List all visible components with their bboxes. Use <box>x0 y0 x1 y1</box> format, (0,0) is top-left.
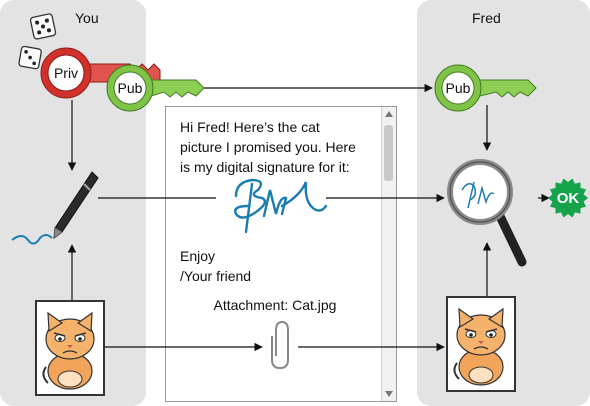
document-scrollbar[interactable] <box>381 107 396 401</box>
scroll-up-icon[interactable] <box>385 111 393 117</box>
document-line: picture I promised you. Here <box>180 139 356 155</box>
scroll-thumb[interactable] <box>384 125 393 181</box>
paperclip-icon <box>271 320 289 370</box>
recipient-title: Fred <box>472 10 501 26</box>
pen-icon <box>11 171 99 245</box>
public-key-icon: Pub <box>106 64 205 112</box>
public-key-label: Pub <box>446 80 471 96</box>
cat-picture-icon <box>35 300 105 396</box>
closing-line: /Your friend <box>180 268 252 284</box>
dice-icon <box>18 13 57 70</box>
sender-title: You <box>75 10 99 26</box>
magnifier-icon <box>447 159 527 267</box>
document-body: Hi Fred! Here’s the cat picture I promis… <box>180 117 380 177</box>
public-key-icon: Pub <box>434 64 537 112</box>
attachment-label: Attachment: Cat.jpg <box>213 297 337 313</box>
cat-picture-icon <box>446 296 516 392</box>
public-key-label: Pub <box>118 80 143 96</box>
document-line: Hi Fred! Here’s the cat <box>180 119 320 135</box>
private-key-label: Priv <box>54 65 78 81</box>
scroll-down-icon[interactable] <box>385 391 393 397</box>
document-line: is my digital signature for it: <box>180 159 350 175</box>
signature-icon <box>234 178 328 234</box>
ok-label: OK <box>557 190 580 207</box>
closing-line: Enjoy <box>180 248 216 264</box>
document-closing: Enjoy /Your friend <box>180 246 251 286</box>
ok-badge-icon: OK <box>548 178 588 218</box>
flow-arrows <box>67 83 550 352</box>
signed-document: Hi Fred! Here’s the cat picture I promis… <box>165 106 397 402</box>
